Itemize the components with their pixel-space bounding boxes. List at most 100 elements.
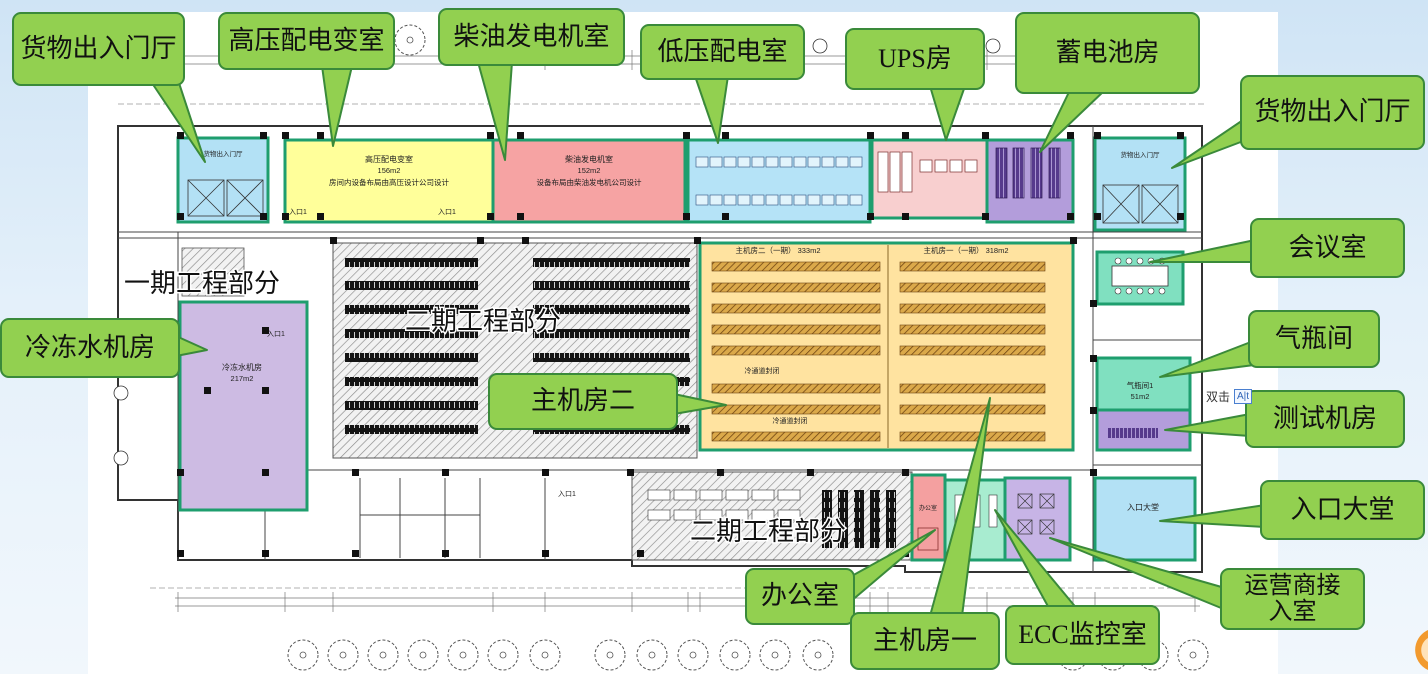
translate-popup[interactable]: 双击 A|t: [1206, 388, 1253, 405]
switchgear-cabinet: [737, 194, 751, 206]
column: [262, 327, 269, 334]
tree-trunk: [771, 651, 779, 659]
entrance-label: 入口1: [438, 208, 456, 216]
column: [1070, 237, 1077, 244]
switchgear-cabinet: [821, 156, 835, 168]
cabinet: [725, 489, 749, 501]
diesel-room-area: 152m2: [578, 166, 601, 175]
column: [1094, 213, 1101, 220]
test-rack: [1108, 428, 1158, 438]
callout-label: 办公室: [760, 581, 839, 611]
callout-lv-room: 低压配电室: [640, 24, 805, 80]
column: [352, 550, 359, 557]
elevator-left: [187, 179, 264, 217]
column: [722, 132, 729, 139]
callout-computer-room-2: 主机房二: [488, 373, 678, 430]
cabinet: [751, 509, 775, 521]
rack-row: [711, 261, 881, 272]
structural-columns: [177, 132, 1184, 557]
callout-lobby: 入口大堂: [1260, 480, 1425, 540]
callout-label: 货物出入门厅: [1254, 97, 1411, 127]
slide-corner-badge: [1415, 630, 1428, 670]
tree: [677, 639, 709, 671]
rack-row: [899, 324, 1046, 335]
callout-label: 主机房二: [530, 386, 635, 416]
double-click-hint[interactable]: 双击: [1206, 390, 1231, 404]
rack-row: [899, 404, 1046, 415]
rack-row: [711, 404, 881, 415]
pointer-test-room: [1164, 413, 1251, 437]
cabinet: [777, 509, 801, 521]
column: [282, 213, 289, 220]
ups-cabinet: [889, 151, 901, 193]
entrance-label: 入口1: [558, 490, 576, 498]
pointer-cargo-hall-right: [1171, 117, 1247, 169]
cabinet: [673, 489, 697, 501]
diesel-room-name: 柴油发电机室: [565, 154, 613, 164]
switchgear-cabinet: [807, 194, 821, 206]
callout-cargo-hall-left: 货物出入门厅: [12, 12, 185, 86]
tree: [594, 639, 626, 671]
rack-row: [711, 345, 881, 356]
translate-icon[interactable]: A|t: [1234, 389, 1253, 404]
column: [694, 237, 701, 244]
room-diesel: [491, 138, 687, 224]
tree: [719, 639, 751, 671]
rack-row: [533, 281, 690, 290]
column: [1090, 355, 1097, 362]
room-chiller: [178, 300, 309, 512]
column: [177, 550, 184, 557]
switchgear-cabinet: [723, 156, 737, 168]
callout-meeting-room: 会议室: [1250, 218, 1405, 278]
callout-chiller-room: 冷冻水机房: [0, 318, 180, 378]
chair: [1158, 287, 1166, 295]
rack-row: [899, 383, 1046, 394]
column: [867, 132, 874, 139]
computer-room-2-title: 主机房二（一期） 333m2: [735, 245, 820, 255]
callout-label: 货物出入门厅: [20, 33, 177, 63]
carrier-rack-cross: [1039, 519, 1055, 535]
phase2-label: 二期工程部分: [690, 517, 846, 546]
elevator-right: [1102, 184, 1179, 224]
column: [487, 213, 494, 220]
rack-row: [345, 353, 478, 362]
rack-row: [345, 401, 478, 410]
rack-row: [899, 431, 1046, 442]
column: [982, 213, 989, 220]
office-label: 办公室: [919, 504, 937, 512]
pointer-carrier-room: [1049, 537, 1227, 611]
pointer-ecc-room: [994, 509, 1079, 611]
battery-rack: [1048, 147, 1061, 199]
hv-room-name: 高压配电变室: [365, 154, 413, 164]
column: [177, 132, 184, 139]
equipment: [345, 147, 1169, 551]
column: [177, 213, 184, 220]
column: [517, 132, 524, 139]
rack-row: [711, 431, 881, 442]
cabinet: [751, 489, 775, 501]
chiller-room-area: 217m2: [231, 374, 254, 383]
tree-trunk: [459, 651, 467, 659]
ups-cabinet: [877, 151, 889, 193]
carrier-rack: [1039, 493, 1055, 509]
pointer-battery-room: [1039, 89, 1106, 153]
callout-label: 柴油发电机室: [453, 21, 610, 51]
rack-row: [899, 261, 1046, 272]
rack-column: [838, 490, 848, 548]
switchgear-cabinet: [793, 194, 807, 206]
pointer-hv-room: [321, 65, 353, 147]
switchgear-cabinet: [807, 156, 821, 168]
rack-column: [854, 490, 864, 548]
rack-row: [711, 324, 881, 335]
ups-module: [964, 159, 978, 173]
carrier-rack-cross: [1017, 519, 1033, 535]
pointer-cargo-hall-left: [149, 79, 206, 163]
diesel-room-note: 设备布局由柴油发电机公司设计: [537, 177, 642, 187]
column: [542, 469, 549, 476]
axis-bubble: [985, 38, 1001, 54]
tree: [759, 639, 791, 671]
battery-rack: [1012, 147, 1025, 199]
column: [807, 469, 814, 476]
column: [867, 213, 874, 220]
